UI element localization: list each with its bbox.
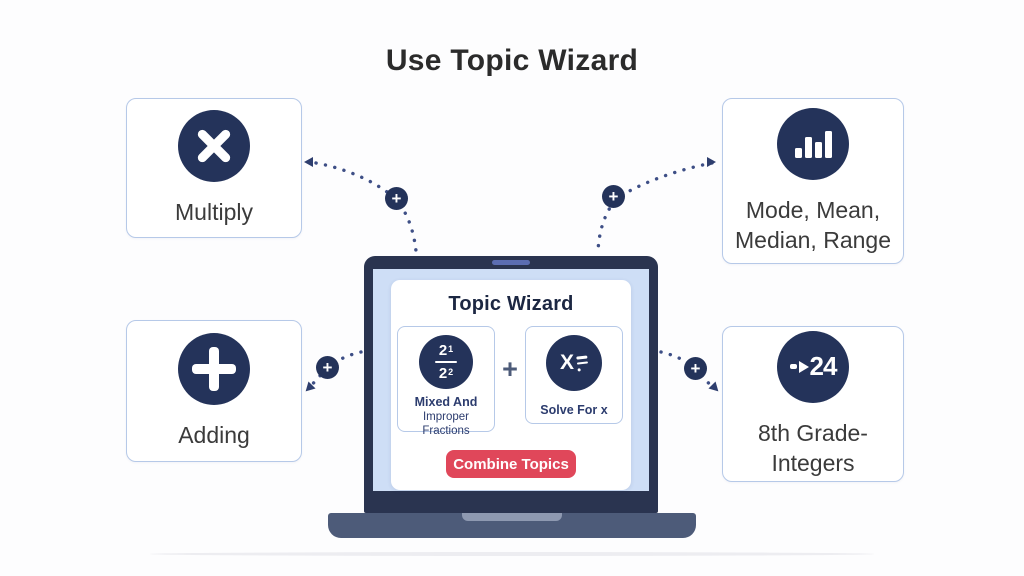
arrowhead-icon <box>708 381 719 392</box>
topic-card-8th-grade-integers: 24 8th Grade- Integers <box>722 326 904 482</box>
arrow-24-icon: 24 <box>777 330 849 403</box>
page-title: Use Topic Wizard <box>385 44 639 77</box>
fraction-icon: 2 1 2 2 <box>419 335 473 389</box>
plus-badge-icon: + <box>684 357 707 380</box>
laptop-bezel: Topic Wizard 2 1 2 2 <box>364 256 658 513</box>
plus-badge-icon: + <box>385 187 408 210</box>
card-label: Multiply <box>175 198 253 225</box>
topic-card-mode-mean-median-range: Mode, Mean, Median, Range <box>722 98 904 264</box>
bar-chart-icon <box>777 107 849 180</box>
topic-item-label: Mixed And Improper Fractions <box>414 395 478 437</box>
camera-dot-icon <box>492 260 530 265</box>
topic-card-multiply: Multiply <box>126 98 302 238</box>
plus-badge-symbol: + <box>391 189 402 208</box>
plus-icon <box>178 332 250 405</box>
arrowhead-icon <box>304 157 313 167</box>
multiply-icon <box>178 109 250 182</box>
topic-item-label: Solve For x <box>540 403 608 417</box>
topic-item-solve-for-x[interactable]: X Solve For x <box>525 326 623 424</box>
laptop-base <box>328 513 696 538</box>
topic-card-adding: Adding <box>126 320 302 462</box>
laptop-shadow <box>150 552 874 556</box>
panel-title: Topic Wizard <box>448 293 574 315</box>
plus-badge-symbol: + <box>608 187 619 206</box>
plus-badge-symbol: + <box>322 358 333 377</box>
solve-x-icon: X <box>546 335 602 391</box>
card-label: Adding <box>178 421 250 448</box>
combine-topics-button[interactable]: Combine Topics <box>446 450 576 478</box>
card-label: 8th Grade- Integers <box>758 419 868 476</box>
laptop-base-notch <box>462 513 562 521</box>
plus-separator: + <box>502 354 518 384</box>
arrowhead-icon <box>707 157 716 167</box>
laptop-screen: Topic Wizard 2 1 2 2 <box>373 269 649 491</box>
topic-wizard-panel: Topic Wizard 2 1 2 2 <box>391 280 631 490</box>
card-label: Mode, Mean, Median, Range <box>735 196 891 253</box>
arrowhead-icon <box>305 381 316 392</box>
plus-badge-symbol: + <box>690 359 701 378</box>
topic-item-mixed-improper-fractions[interactable]: 2 1 2 2 Mixed And <box>397 326 495 437</box>
plus-badge-icon: + <box>602 185 625 208</box>
plus-badge-icon: + <box>316 356 339 379</box>
